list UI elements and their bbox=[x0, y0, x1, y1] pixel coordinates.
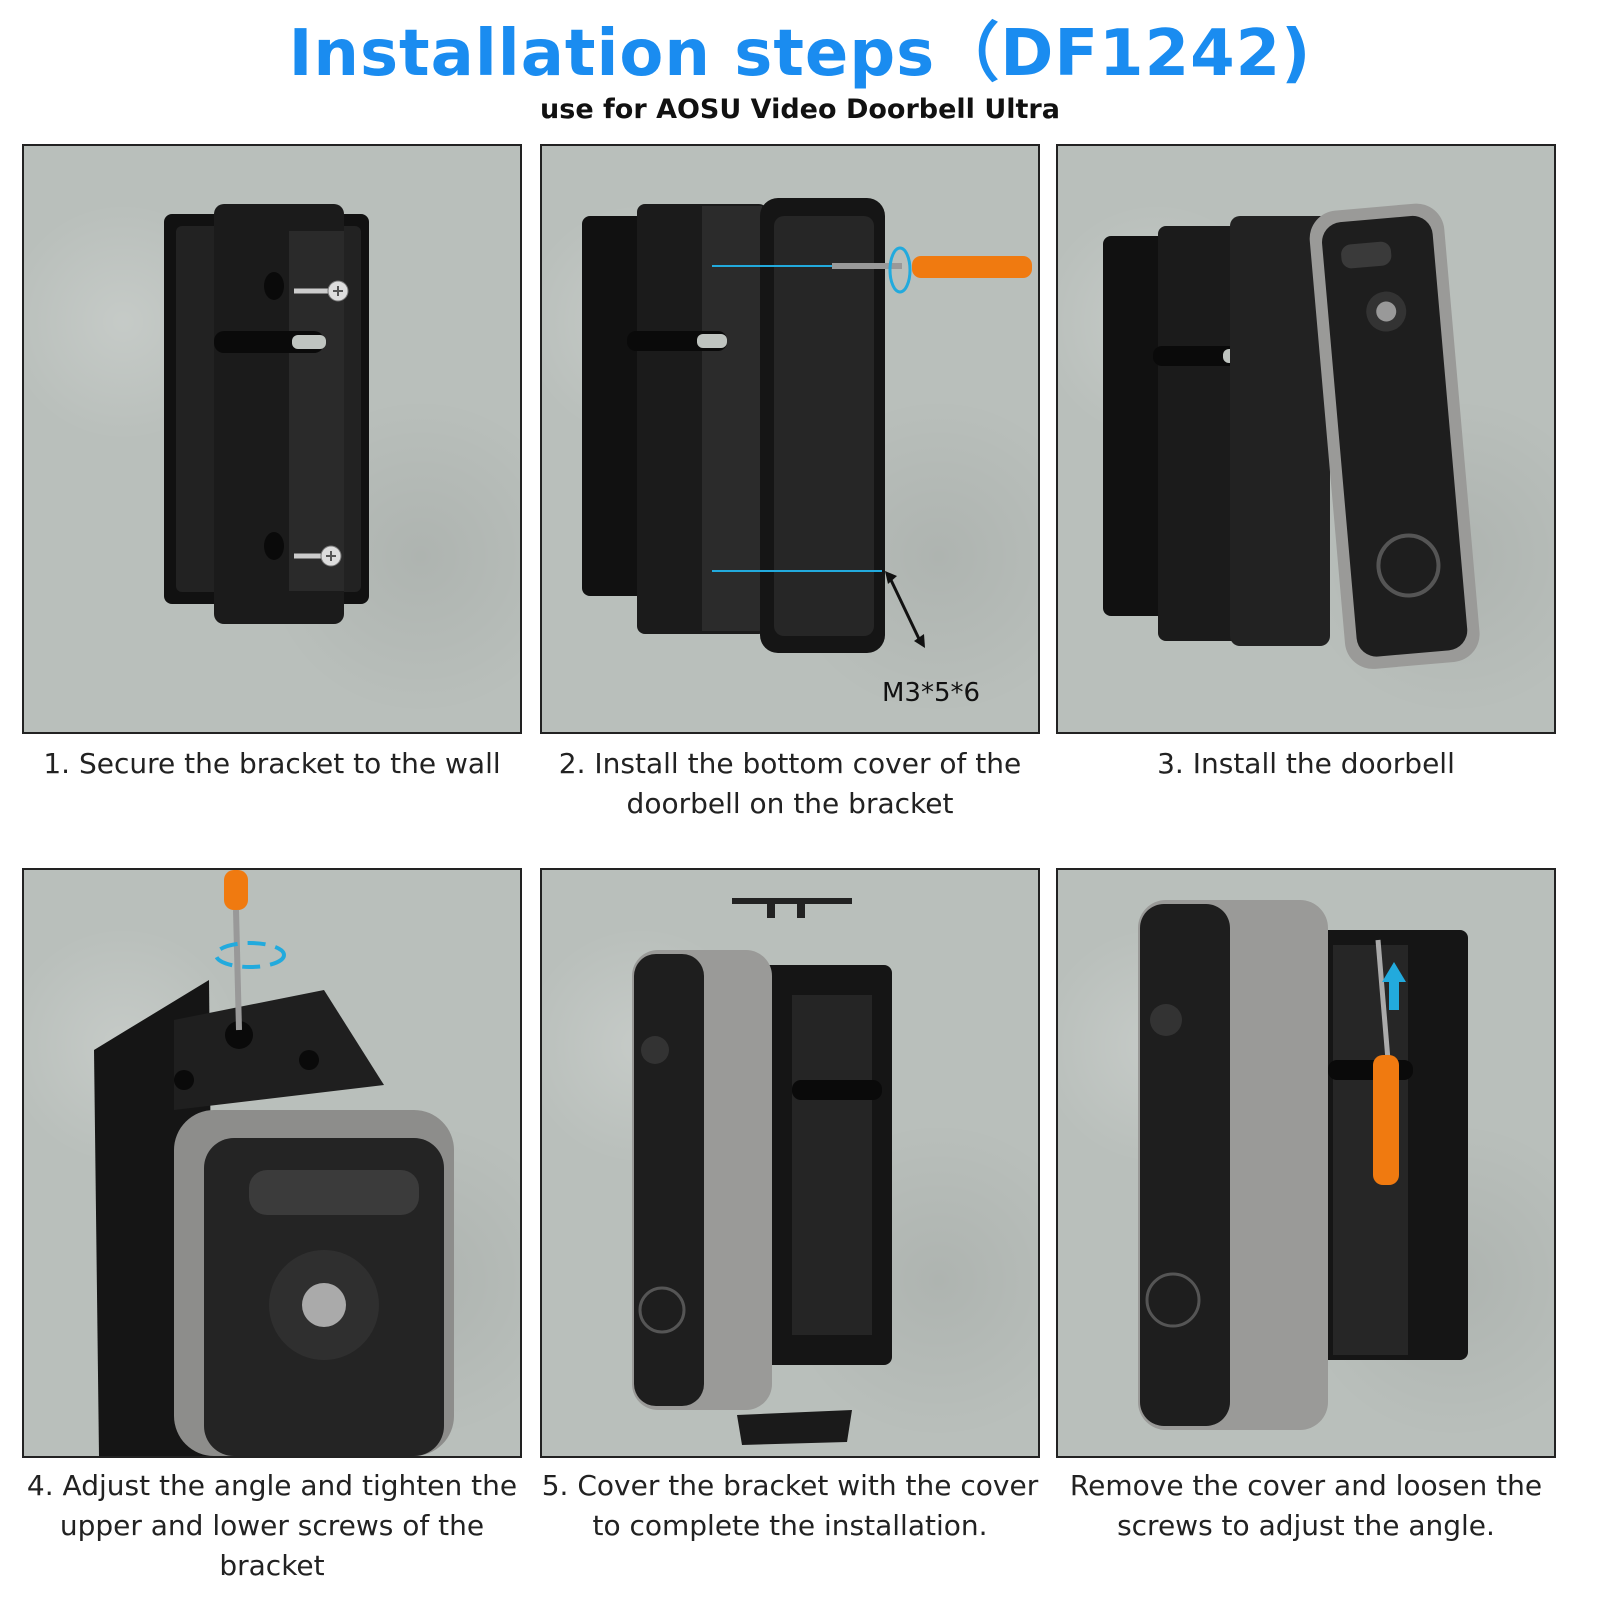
bottom-cover-illustration: M3*5*6 bbox=[582, 198, 1032, 708]
step-2-image: M3*5*6 bbox=[540, 144, 1040, 734]
caption-line: Remove the cover and loosen the bbox=[1069, 1469, 1543, 1502]
step-4-image bbox=[22, 868, 522, 1458]
step-5-caption: 5. Cover the bracket with the cover to c… bbox=[530, 1466, 1050, 1546]
caption-line: doorbell on the bracket bbox=[626, 787, 954, 820]
caption-line: screws to adjust the angle. bbox=[1117, 1509, 1495, 1542]
step-6-image bbox=[1056, 868, 1556, 1458]
cover-bracket-illustration bbox=[632, 898, 892, 1445]
step-1-caption: 1. Secure the bracket to the wall bbox=[12, 744, 532, 784]
bracket-on-wall-illustration bbox=[164, 204, 369, 624]
bottom-cover-part bbox=[737, 1410, 852, 1445]
screw-spec-label: M3*5*6 bbox=[882, 678, 980, 708]
caption-line: 5. Cover the bracket with the cover bbox=[541, 1469, 1039, 1502]
screw-icon bbox=[294, 545, 342, 567]
step-1-image bbox=[22, 144, 522, 734]
screw-icon bbox=[294, 280, 349, 302]
caption-line: 3. Install the doorbell bbox=[1157, 747, 1455, 780]
page-title: Installation steps（DF1242) bbox=[288, 17, 1312, 91]
caption-line: to complete the installation. bbox=[592, 1509, 988, 1542]
page-subtitle: use for AOSU Video Doorbell Ultra bbox=[540, 94, 1060, 125]
caption-line: upper and lower screws of the bracket bbox=[59, 1509, 485, 1582]
caption-line: 4. Adjust the angle and tighten the bbox=[26, 1469, 518, 1502]
screwdriver-icon bbox=[214, 870, 286, 1031]
doorbell-install-illustration bbox=[1103, 203, 1480, 669]
step-4-caption: 4. Adjust the angle and tighten the uppe… bbox=[12, 1466, 532, 1586]
tighten-screws-illustration bbox=[94, 870, 454, 1456]
screwdriver-icon bbox=[1373, 939, 1399, 1185]
caption-line: 1. Secure the bracket to the wall bbox=[43, 747, 501, 780]
step-3-caption: 3. Install the doorbell bbox=[1046, 744, 1566, 784]
arrow-up-icon bbox=[1382, 962, 1406, 1010]
adjust-angle-illustration bbox=[1138, 900, 1468, 1430]
step-3-image bbox=[1056, 144, 1556, 734]
top-cover-part bbox=[732, 898, 852, 918]
step-6-caption: Remove the cover and loosen the screws t… bbox=[1046, 1466, 1566, 1546]
step-5-image bbox=[540, 868, 1040, 1458]
screwdriver-icon bbox=[832, 246, 1032, 294]
caption-line: 2. Install the bottom cover of the bbox=[558, 747, 1022, 780]
step-2-caption: 2. Install the bottom cover of the doorb… bbox=[530, 744, 1050, 824]
